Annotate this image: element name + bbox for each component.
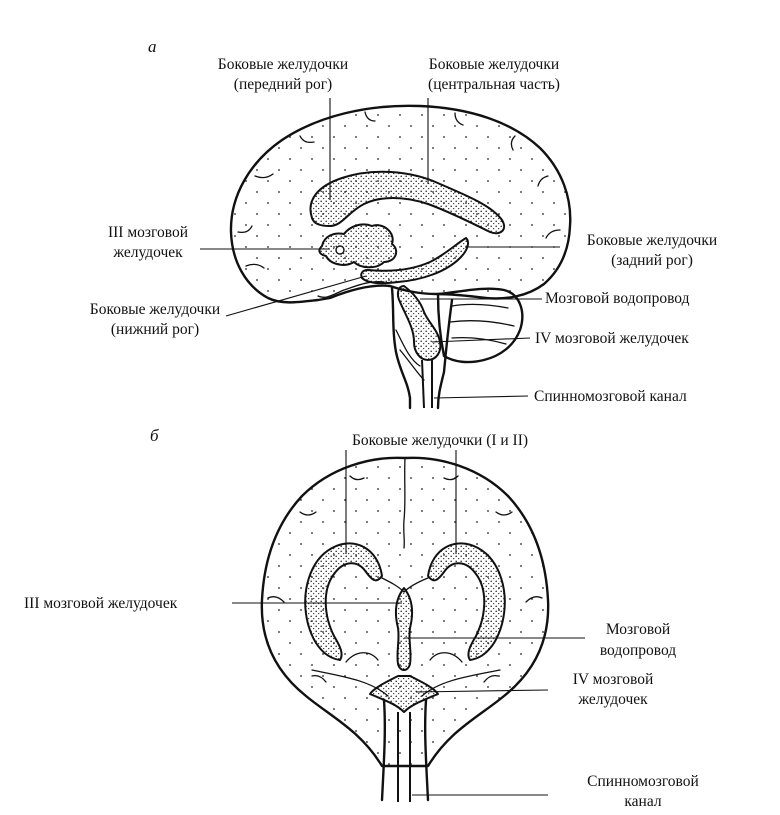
lateral-ventricle-left-b (304, 542, 383, 661)
brainstem-b (380, 698, 430, 802)
label-lateral-inferior-a: Боковые желудочки (90, 301, 220, 318)
label-spinal-canal-b-sub: канал (624, 793, 661, 810)
label-lateral-central-a-sub: (центральная часть) (428, 76, 560, 93)
label-spinal-canal-b: Спинномозговой (587, 773, 699, 790)
inner-contours-b (311, 652, 501, 697)
label-lateral-central-a: Боковые желудочки (429, 56, 559, 73)
label-fourth-ventricle-b: IV мозговой (573, 671, 654, 688)
panel-b-letter: б (150, 426, 159, 445)
label-aqueduct-b: Мозговой (606, 621, 670, 638)
lateral-ventricle-right-b (427, 542, 506, 661)
leader-lines-a (200, 98, 560, 399)
third-ventricle-a (318, 223, 398, 269)
spinal-canal-a (421, 359, 433, 409)
cerebellum-a (436, 287, 524, 364)
label-lateral-inferior-a-sub: (нижний рог) (111, 321, 199, 338)
label-fourth-ventricle-a: IV мозговой желудочек (535, 330, 689, 347)
panel-b: б Боковые желудочки (I и II) I (24, 426, 699, 810)
interthalamic-adhesion-a (335, 245, 345, 255)
lateral-ventricle-a (309, 170, 506, 235)
panel-a: а (90, 37, 717, 410)
label-third-ventricle-b: III мозговой желудочек (24, 595, 178, 612)
cerebellum-folia-a (449, 303, 515, 345)
third-ventricle-b (395, 587, 413, 671)
label-third-ventricle-a: III мозговой (108, 224, 188, 241)
leader-lines-b (232, 450, 585, 796)
fourth-ventricle-b (369, 675, 439, 713)
label-lateral-posterior-a: Боковые желудочки (587, 232, 717, 249)
label-fourth-ventricle-b-sub: желудочек (577, 691, 648, 708)
label-aqueduct-b-sub: водопровод (600, 642, 676, 659)
lateral-inferior-horn-a (360, 237, 469, 285)
cortex-folds-a (237, 111, 561, 269)
spinal-canal-b (397, 712, 411, 802)
label-lateral-ventricles-b: Боковые желудочки (I и II) (352, 432, 528, 449)
longitudinal-fissure-b (403, 457, 406, 549)
label-lateral-anterior-a-sub: (передний рог) (234, 76, 332, 93)
label-spinal-canal-a: Спинномозговой канал (534, 388, 687, 405)
aqueduct-fourth-ventricle-a (396, 285, 442, 361)
label-lateral-anterior-a: Боковые желудочки (218, 56, 348, 73)
cortex-folds-b (267, 475, 543, 683)
label-aqueduct-a: Мозговой водопровод (545, 290, 690, 307)
cerebrum-outline-a (229, 104, 572, 304)
label-third-ventricle-a-sub: желудочек (112, 244, 183, 261)
label-lateral-posterior-a-sub: (задний рог) (611, 252, 693, 269)
panel-a-letter: а (148, 37, 157, 56)
